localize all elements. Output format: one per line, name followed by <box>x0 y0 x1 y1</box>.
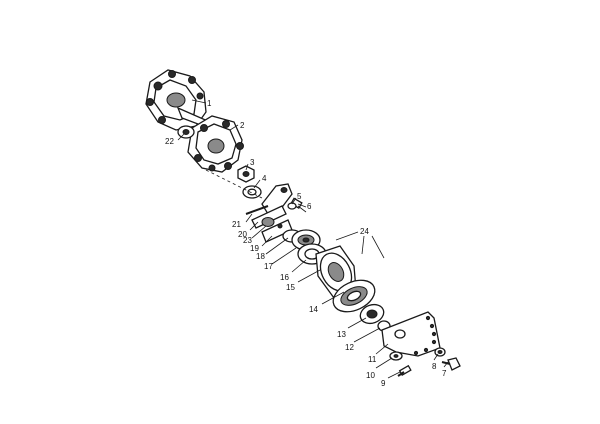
callout-9: 9 <box>381 379 386 388</box>
assembly-axis <box>205 169 263 199</box>
callout-2: 2 <box>240 121 245 130</box>
part-7-bolt <box>441 357 461 371</box>
callout-4: 4 <box>262 174 267 183</box>
part-22-nut <box>177 125 195 139</box>
callout-7: 7 <box>442 369 447 378</box>
part-10-washer <box>389 351 403 361</box>
callout-22: 22 <box>165 137 174 146</box>
leader-lines <box>177 99 449 379</box>
part-4-washer <box>242 185 262 199</box>
callout-3: 3 <box>250 158 255 167</box>
callout-5: 5 <box>297 192 302 201</box>
part-14-rubber-mount <box>332 279 376 313</box>
callout-1: 1 <box>207 99 212 108</box>
callout-12: 12 <box>345 343 354 352</box>
callout-18: 18 <box>256 252 265 261</box>
callout-16: 16 <box>280 273 289 282</box>
part-9-bolt <box>397 364 412 377</box>
callout-14: 14 <box>309 305 318 314</box>
callout-15: 15 <box>286 283 295 292</box>
part-8-bolt-upper <box>287 202 297 210</box>
part-3-nut <box>237 165 255 183</box>
callout-21: 21 <box>232 220 241 229</box>
callout-24: 24 <box>360 227 369 236</box>
part-21-stud <box>245 205 269 215</box>
callout-19: 19 <box>250 244 259 253</box>
callout-20: 20 <box>238 230 247 239</box>
callout-23: 23 <box>243 236 252 245</box>
part-8-nut <box>434 347 446 357</box>
part-1-upper-joint <box>145 69 216 132</box>
part-23-collar <box>261 217 275 227</box>
part-11-support-plate <box>381 311 441 357</box>
callout-10: 10 <box>366 371 375 380</box>
callout-13: 13 <box>337 330 346 339</box>
callout-17: 17 <box>264 262 273 271</box>
part-24-pointer-arrows <box>335 231 385 259</box>
callout-8: 8 <box>432 362 437 371</box>
callout-6: 6 <box>307 202 312 211</box>
callout-11: 11 <box>368 355 377 364</box>
part-13-clamp-ring <box>359 303 385 325</box>
part-2-flex-disc <box>187 115 244 173</box>
